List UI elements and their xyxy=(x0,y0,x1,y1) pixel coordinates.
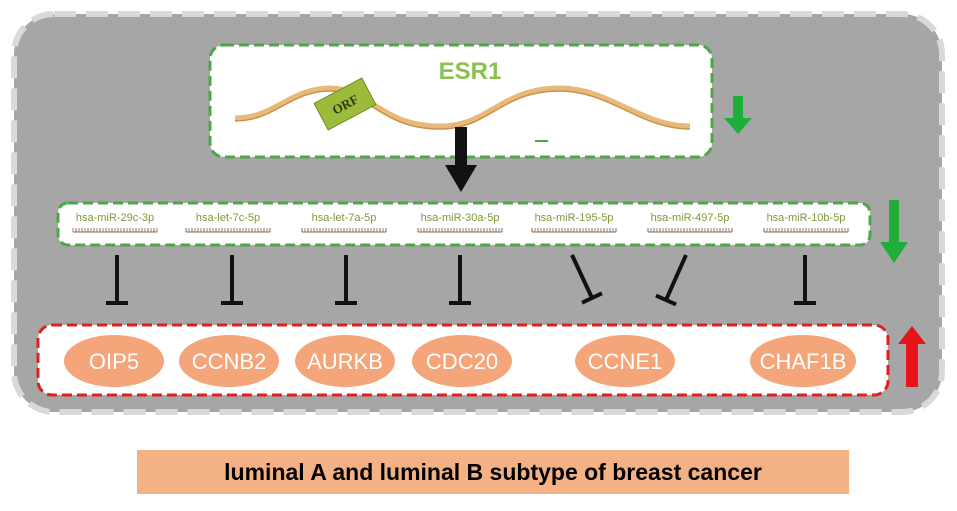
dna-strand xyxy=(234,85,691,130)
mirna-strand xyxy=(763,228,849,233)
genes-up-arrow xyxy=(898,326,926,387)
gene-node: CHAF1B xyxy=(750,335,856,387)
gene-node: AURKB xyxy=(295,335,395,387)
inhibition-line xyxy=(221,255,243,305)
mirna-strand xyxy=(185,228,271,233)
mirna-strand xyxy=(72,228,158,233)
gene-node: CDC20 xyxy=(412,335,512,387)
gene-label: CCNB2 xyxy=(192,349,267,374)
esr1-down-arrow xyxy=(724,96,752,134)
gene-group: OIP5 CCNB2 AURKB CDC20 CCNE1 CHAF1B xyxy=(64,335,856,387)
mirna-down-arrow xyxy=(880,200,908,263)
mirna-label: hsa-miR-497-5p xyxy=(651,212,730,224)
inhibition-lines xyxy=(106,254,816,307)
mirna-label: hsa-miR-195-5p xyxy=(535,212,614,224)
gene-label: CHAF1B xyxy=(760,349,847,374)
inhibition-line xyxy=(570,254,603,305)
mirna-label: hsa-miR-10b-5p xyxy=(767,212,846,224)
gene-node: OIP5 xyxy=(64,335,164,387)
inhibition-line xyxy=(335,255,357,305)
inhibition-line xyxy=(449,255,471,305)
caption-text: luminal A and luminal B subtype of breas… xyxy=(224,458,762,485)
inhibition-line xyxy=(106,255,128,305)
inhibition-line xyxy=(794,255,816,305)
mirna-strand xyxy=(301,228,387,233)
mirna-group: hsa-miR-29c-3p hsa-let-7c-5p hsa-let-7a-5p… xyxy=(72,212,849,233)
esr1-title: ESR1 xyxy=(439,58,502,85)
gene-label: CDC20 xyxy=(426,349,498,374)
caption-box: luminal A and luminal B subtype of breas… xyxy=(137,450,849,494)
esr1-to-mirna-arrow xyxy=(445,127,477,192)
gene-node: CCNE1 xyxy=(575,335,675,387)
mirna-strand xyxy=(647,228,733,233)
mirna-box xyxy=(56,201,872,247)
mirna-label: hsa-miR-29c-3p xyxy=(76,212,154,224)
mirna-label: hsa-miR-30a-5p xyxy=(421,212,500,224)
gene-label: CCNE1 xyxy=(588,349,663,374)
orf-block: ORF xyxy=(313,77,377,131)
mirna-strand xyxy=(417,228,503,233)
gene-node: CCNB2 xyxy=(179,335,279,387)
esr1-box xyxy=(208,43,714,159)
mirna-label: hsa-let-7c-5p xyxy=(196,212,260,224)
gene-label: AURKB xyxy=(307,349,383,374)
inhibition-line xyxy=(655,254,688,307)
mirna-label: hsa-let-7a-5p xyxy=(312,212,377,224)
mirna-strand xyxy=(531,228,617,233)
gene-label: OIP5 xyxy=(89,349,139,374)
